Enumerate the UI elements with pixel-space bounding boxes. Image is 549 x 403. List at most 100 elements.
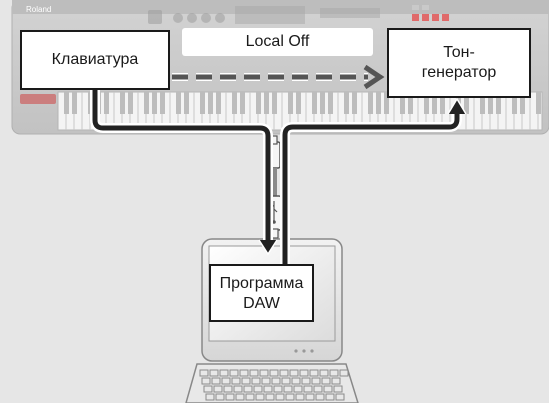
laptop-key [323,385,333,393]
black-key [232,92,237,114]
laptop-key [201,377,211,385]
laptop-key [265,393,275,401]
laptop-key [223,385,233,393]
laptop-key [309,369,319,377]
laptop-key [199,369,209,377]
black-key [176,92,181,114]
black-key [384,92,389,114]
laptop-key [335,393,345,401]
black-key [208,92,213,114]
local-off-label: Local Off [182,28,373,56]
laptop-key [305,393,315,401]
laptop-key [255,393,265,401]
daw-box: Программа DAW [209,264,314,322]
laptop-key [315,393,325,401]
tone-generator-box: Тон- генератор [387,28,531,98]
black-key [368,92,373,114]
laptop-key [251,377,261,385]
black-key [104,92,109,114]
black-key [400,92,405,114]
brand-logo: Roland [26,5,51,14]
black-key [464,92,469,114]
black-key [320,92,325,114]
laptop-key [269,369,279,377]
laptop-key [283,385,293,393]
laptop-key [253,385,263,393]
laptop-key [293,385,303,393]
black-key [264,92,269,114]
black-key [288,92,293,114]
laptop-key [289,369,299,377]
keyboard-box-label: Клавиатура [51,51,139,68]
black-key [520,92,525,114]
tone-generator-box-label: Тон- генератор [421,44,497,81]
black-key [480,92,485,114]
local-off-dashed-arrow [172,64,385,90]
laptop-key [271,377,281,385]
laptop-key [203,385,213,393]
black-key [72,92,77,114]
laptop-key [331,377,341,385]
black-key [352,92,357,114]
laptop-key [333,385,343,393]
panel-red-buttons [412,5,449,21]
keyboard-box: Клавиатура [20,30,170,90]
laptop-key [259,369,269,377]
laptop-key [239,369,249,377]
black-key [328,92,333,114]
black-key [344,92,349,114]
laptop-key [291,377,301,385]
laptop-key [261,377,271,385]
laptop-key [273,385,283,393]
laptop-key [205,393,215,401]
daw-box-label: Программа DAW [219,275,304,312]
black-key [144,92,149,114]
laptop-key [319,369,329,377]
black-key [152,92,157,114]
laptop-key [249,369,259,377]
laptop-key [243,385,253,393]
laptop-key [285,393,295,401]
laptop-key [329,369,339,377]
black-key [272,92,277,114]
laptop-key [321,377,331,385]
laptop-key [221,377,231,385]
black-key [496,92,501,114]
black-key [216,92,221,114]
black-key [512,92,517,114]
laptop-key [211,377,221,385]
black-key [200,92,205,114]
laptop-key [313,385,323,393]
laptop-key [231,377,241,385]
laptop-key [325,393,335,401]
black-key [408,92,413,114]
laptop-key [229,369,239,377]
daw-to-tone-generator-arrow [280,97,467,264]
laptop-key [213,385,223,393]
black-key [240,92,245,114]
laptop-key [281,377,291,385]
laptop-key [275,393,285,401]
laptop-key [311,377,321,385]
laptop-key [339,369,349,377]
laptop-key [303,385,313,393]
black-key [424,92,429,114]
black-key [376,92,381,114]
laptop-key [241,377,251,385]
black-key [120,92,125,114]
laptop-key [235,393,245,401]
black-key [64,92,69,114]
laptop-key [245,393,255,401]
laptop-key [219,369,229,377]
laptop-key [299,369,309,377]
black-key [256,92,261,114]
laptop-key [209,369,219,377]
black-key [536,92,541,114]
laptop-key [233,385,243,393]
black-key [128,92,133,114]
laptop-key [301,377,311,385]
black-key [184,92,189,114]
local-off-text: Local Off [245,33,310,50]
keyboard-to-daw-arrow [90,90,278,256]
